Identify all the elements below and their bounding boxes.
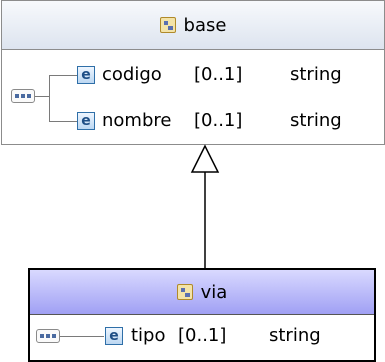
element-name: tipo <box>131 325 166 346</box>
element-icon: e <box>77 66 95 84</box>
base-type-header[interactable]: base <box>2 1 384 50</box>
via-type-title: via <box>200 281 228 303</box>
element-icon: e <box>105 327 123 345</box>
complex-type-icon <box>176 284 193 300</box>
element-multiplicity: [0..1] <box>194 64 243 85</box>
element-name: nombre <box>102 110 172 131</box>
element-type: string <box>290 64 342 85</box>
element-multiplicity: [0..1] <box>194 110 243 131</box>
complex-type-icon <box>159 17 176 33</box>
inheritance-arrowhead <box>190 144 220 173</box>
connector-line <box>60 336 104 337</box>
element-name: codigo <box>102 64 162 85</box>
connector-line <box>49 121 77 122</box>
via-type-header[interactable]: via <box>30 270 374 315</box>
element-type: string <box>290 110 342 131</box>
via-type-box[interactable]: via e tipo [0..1] string <box>28 268 376 362</box>
connector-line <box>35 96 49 97</box>
connector-line <box>49 75 77 76</box>
sequence-icon[interactable] <box>11 89 35 103</box>
sequence-icon[interactable] <box>36 329 60 343</box>
element-type: string <box>269 325 321 346</box>
connector-line <box>49 75 50 121</box>
element-icon: e <box>77 112 95 130</box>
base-type-box[interactable]: base e codigo [0..1] string e nombre [0.… <box>1 0 385 145</box>
element-multiplicity: [0..1] <box>178 325 227 346</box>
base-type-title: base <box>183 14 227 36</box>
